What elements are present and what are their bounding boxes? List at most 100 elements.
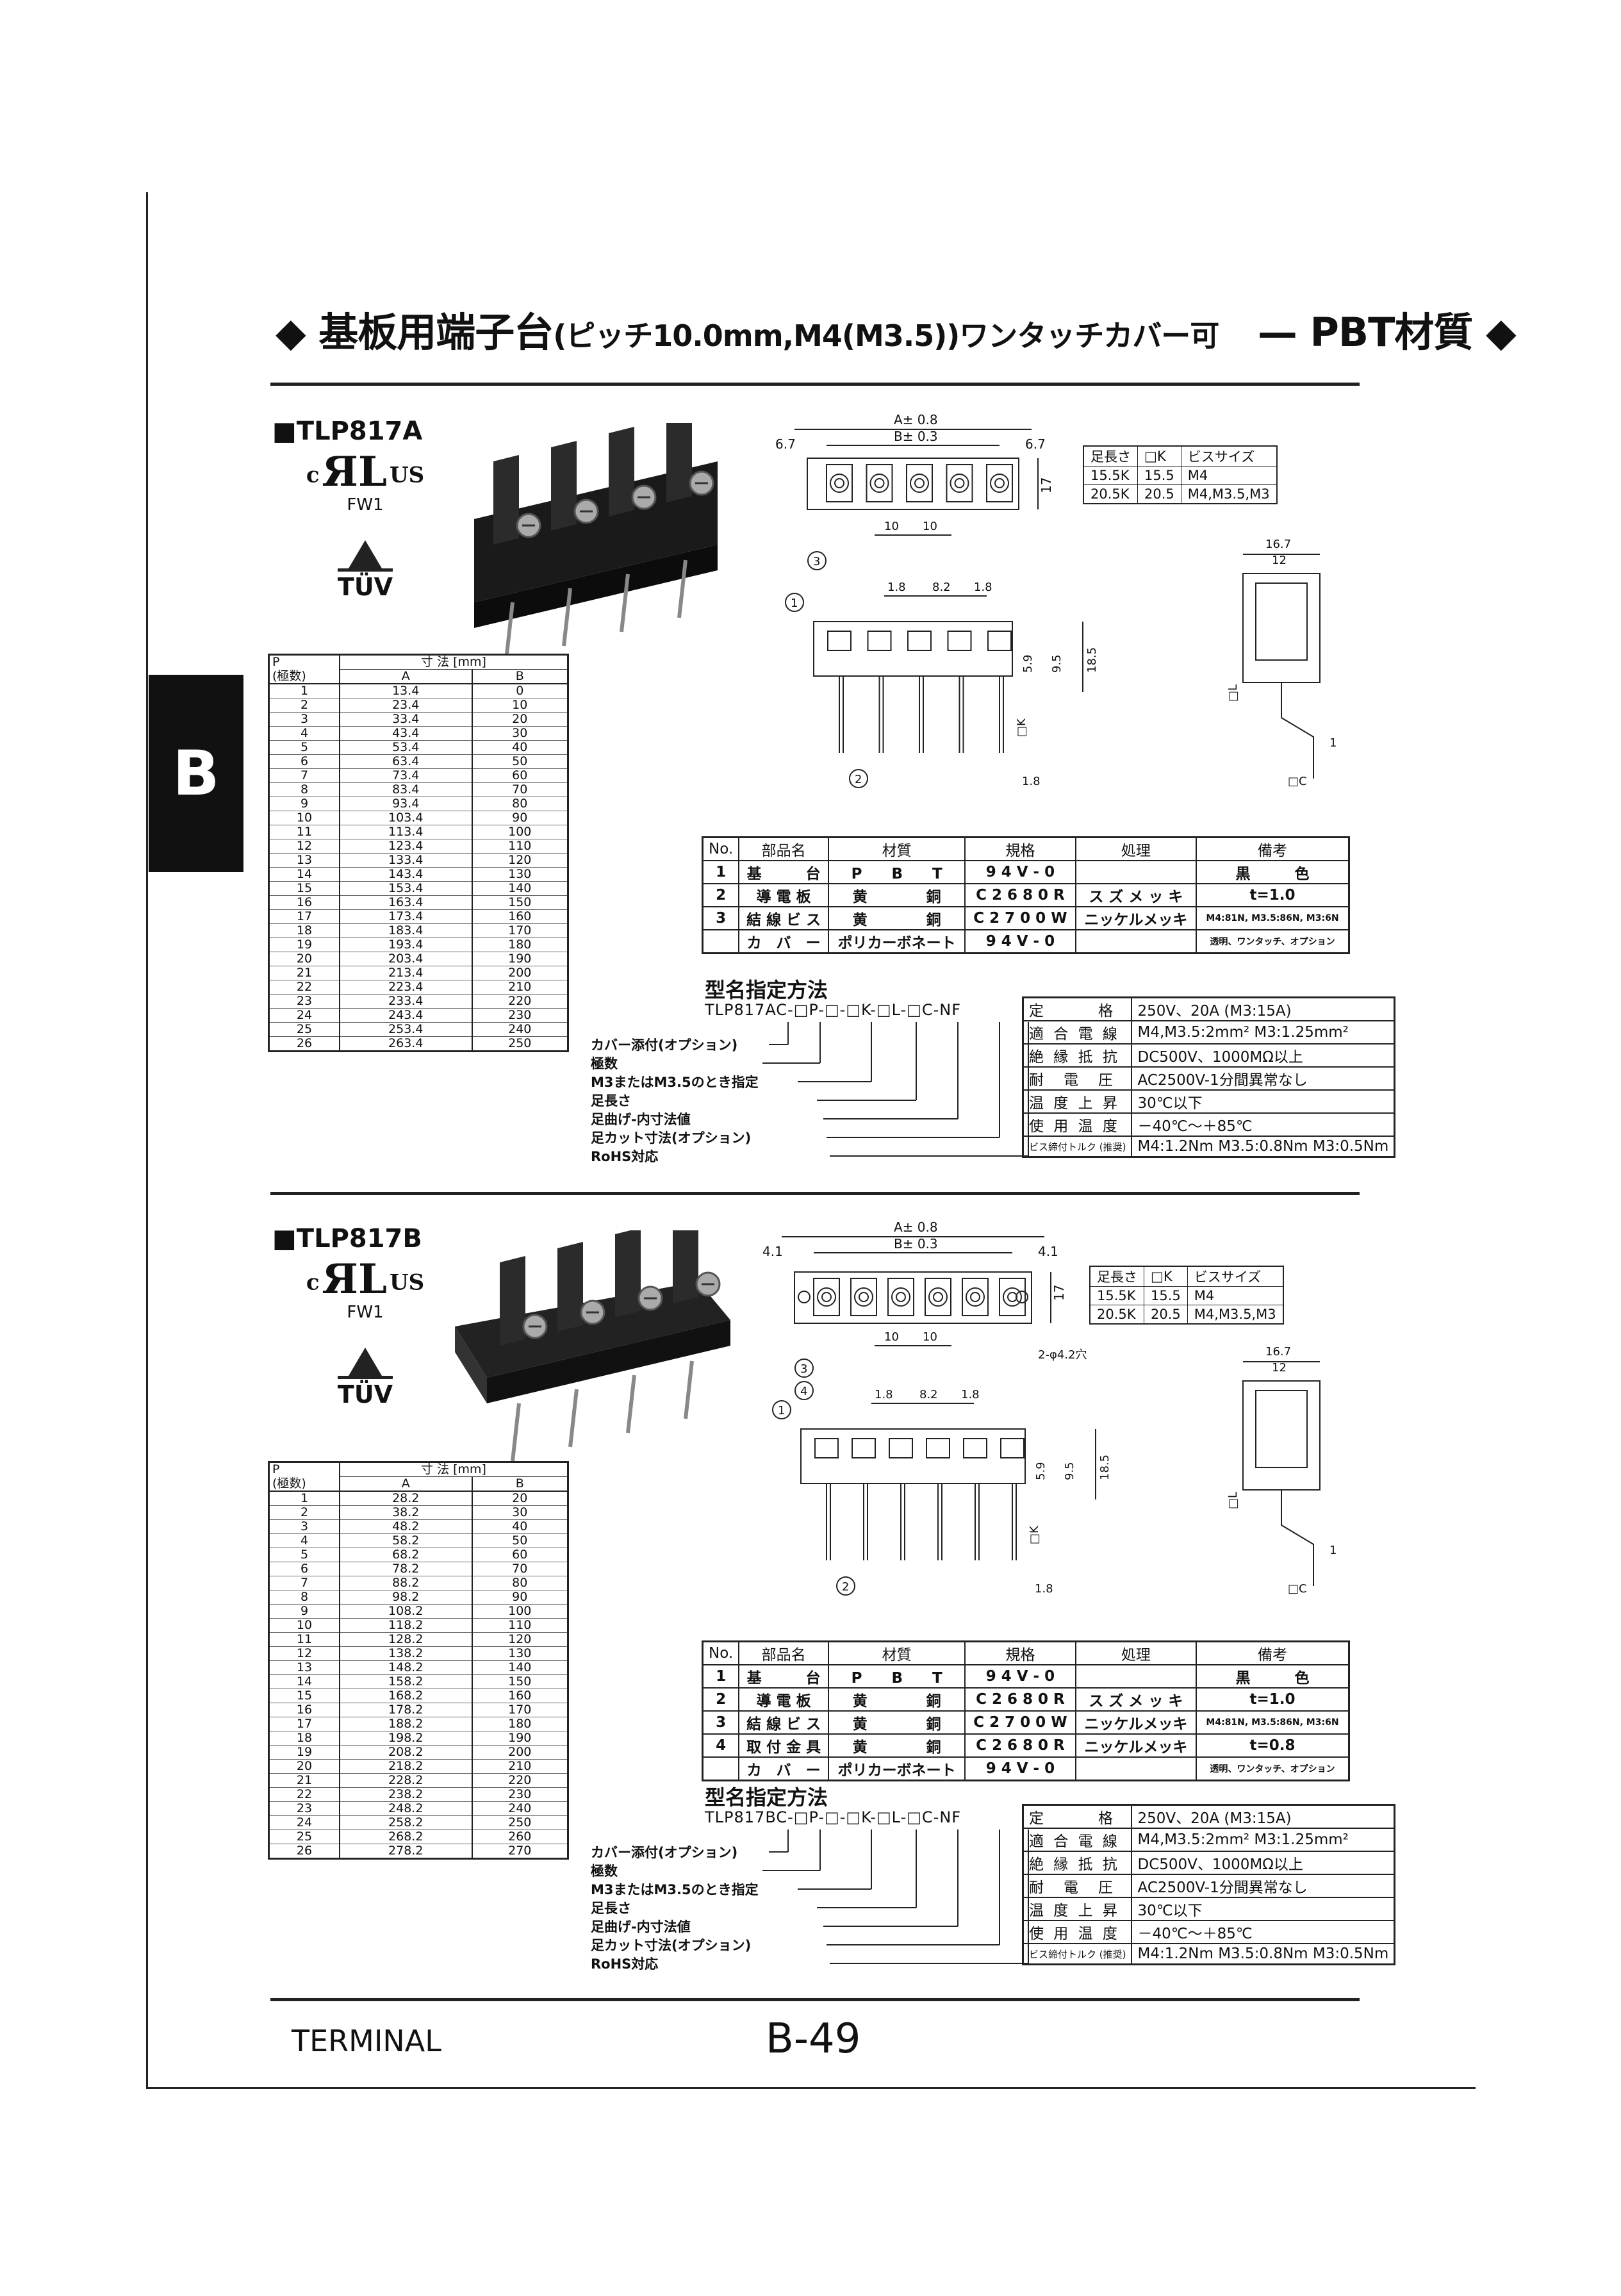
table-cell: 190: [471, 952, 568, 966]
table-cell: 218.2: [339, 1759, 472, 1774]
table-cell: 140: [471, 881, 568, 896]
dim-header-poles: (極数): [268, 1476, 340, 1492]
dimension-label: 1.8: [1022, 775, 1041, 788]
table-cell: 200: [471, 966, 568, 980]
table-header-cell: 処理: [1074, 836, 1197, 861]
table-cell: 12: [268, 1646, 340, 1661]
ul-c-label: c: [306, 1269, 320, 1296]
table-cell: 黄 銅: [828, 906, 966, 930]
table-cell: 14: [268, 867, 340, 882]
spec-key: 適 合 電 線: [1022, 1828, 1133, 1852]
dim-header-p-label: P: [272, 655, 280, 670]
dimension-label: 1.8: [1035, 1582, 1053, 1596]
table-header-cell: No.: [702, 836, 740, 861]
dimension-label: 10: [884, 520, 899, 533]
footer-rule: [270, 1998, 1360, 2001]
spec-value: 30℃以下: [1131, 1897, 1395, 1921]
model-code-heading: 型名指定方法: [705, 978, 828, 1002]
table-cell: 7: [268, 1576, 340, 1590]
table-cell: 73.4: [339, 768, 472, 783]
table-cell: 70: [471, 782, 568, 797]
table-cell: 60: [471, 1548, 568, 1562]
spec-key: 耐 電 圧: [1022, 1066, 1133, 1091]
dimension-label: 4.1: [1038, 1244, 1058, 1259]
table-cell: ポリカーボネート: [828, 1756, 966, 1781]
model-code-heading: 型名指定方法: [705, 1785, 828, 1810]
table-header-cell: ビスサイズ: [1187, 1266, 1284, 1287]
table-cell: 80: [471, 797, 568, 811]
title-rule: [270, 383, 1360, 386]
table-cell: 26: [268, 1844, 340, 1859]
table-cell: 6: [268, 754, 340, 769]
table-cell: カ バ ー: [738, 1756, 830, 1781]
model-title: ■TLP817A: [272, 417, 423, 446]
table-cell: 1: [268, 1491, 340, 1506]
product-photo: [436, 1214, 737, 1464]
table-cell: 15.5K: [1089, 1286, 1144, 1305]
table-cell: 63.4: [339, 754, 472, 769]
dimension-label: □L: [1226, 684, 1240, 702]
table-cell: 190: [471, 1731, 568, 1746]
spec-key: 定 格: [1022, 996, 1133, 1021]
table-cell: 20: [471, 1491, 568, 1506]
spec-key: 耐 電 圧: [1022, 1874, 1133, 1898]
table-cell: 黒 色: [1195, 1664, 1350, 1689]
table-cell: 153.4: [339, 881, 472, 896]
table-cell: 58.2: [339, 1533, 472, 1548]
table-cell: 黄 銅: [828, 1733, 966, 1758]
dimension-label: 5.9: [1021, 654, 1035, 673]
table-cell: 9 4 V - 0: [964, 1664, 1076, 1689]
table-cell: 2: [702, 1687, 740, 1712]
table-cell: 70: [471, 1562, 568, 1576]
model-title: ■TLP817B: [272, 1224, 422, 1253]
model-code-label: カバー添付(オプション): [591, 1845, 738, 1860]
table-cell: 163.4: [339, 895, 472, 910]
spec-value: DC500V、1000MΩ以上: [1131, 1043, 1395, 1068]
table-cell: 10: [268, 1618, 340, 1633]
dimension-label: 5.9: [1034, 1462, 1048, 1480]
table-cell: 6: [268, 1562, 340, 1576]
table-cell: 140: [471, 1660, 568, 1675]
spec-key: 使 用 温 度: [1022, 1920, 1133, 1944]
dim-header-b: B: [471, 669, 568, 684]
table-cell: 13: [268, 1660, 340, 1675]
table-cell: 258.2: [339, 1815, 472, 1830]
dimension-label: 8.2: [919, 1388, 938, 1401]
table-cell: 270: [471, 1844, 568, 1859]
table-cell: 200: [471, 1745, 568, 1760]
table-cell: 223.4: [339, 980, 472, 995]
table-cell: M4: [1180, 466, 1278, 485]
model-code-label: 足カット寸法(オプション): [591, 1130, 752, 1146]
table-cell: 7: [268, 768, 340, 783]
spec-value: M4,M3.5:2mm² M3:1.25mm²: [1131, 1828, 1395, 1852]
table-cell: 15: [268, 1689, 340, 1703]
ul-c-label: c: [306, 462, 320, 488]
dimension-label: 2: [855, 773, 862, 786]
table-cell: 208.2: [339, 1745, 472, 1760]
dim-header-a: A: [339, 1476, 472, 1492]
table-cell: 268.2: [339, 1829, 472, 1844]
table-cell: 1: [702, 1664, 740, 1689]
model-code-label: RoHS対応: [591, 1956, 659, 1972]
dim-header-dim: 寸 法 [mm]: [339, 654, 568, 670]
table-cell: 250: [471, 1036, 568, 1052]
table-cell: M4,M3.5,M3: [1187, 1305, 1284, 1325]
